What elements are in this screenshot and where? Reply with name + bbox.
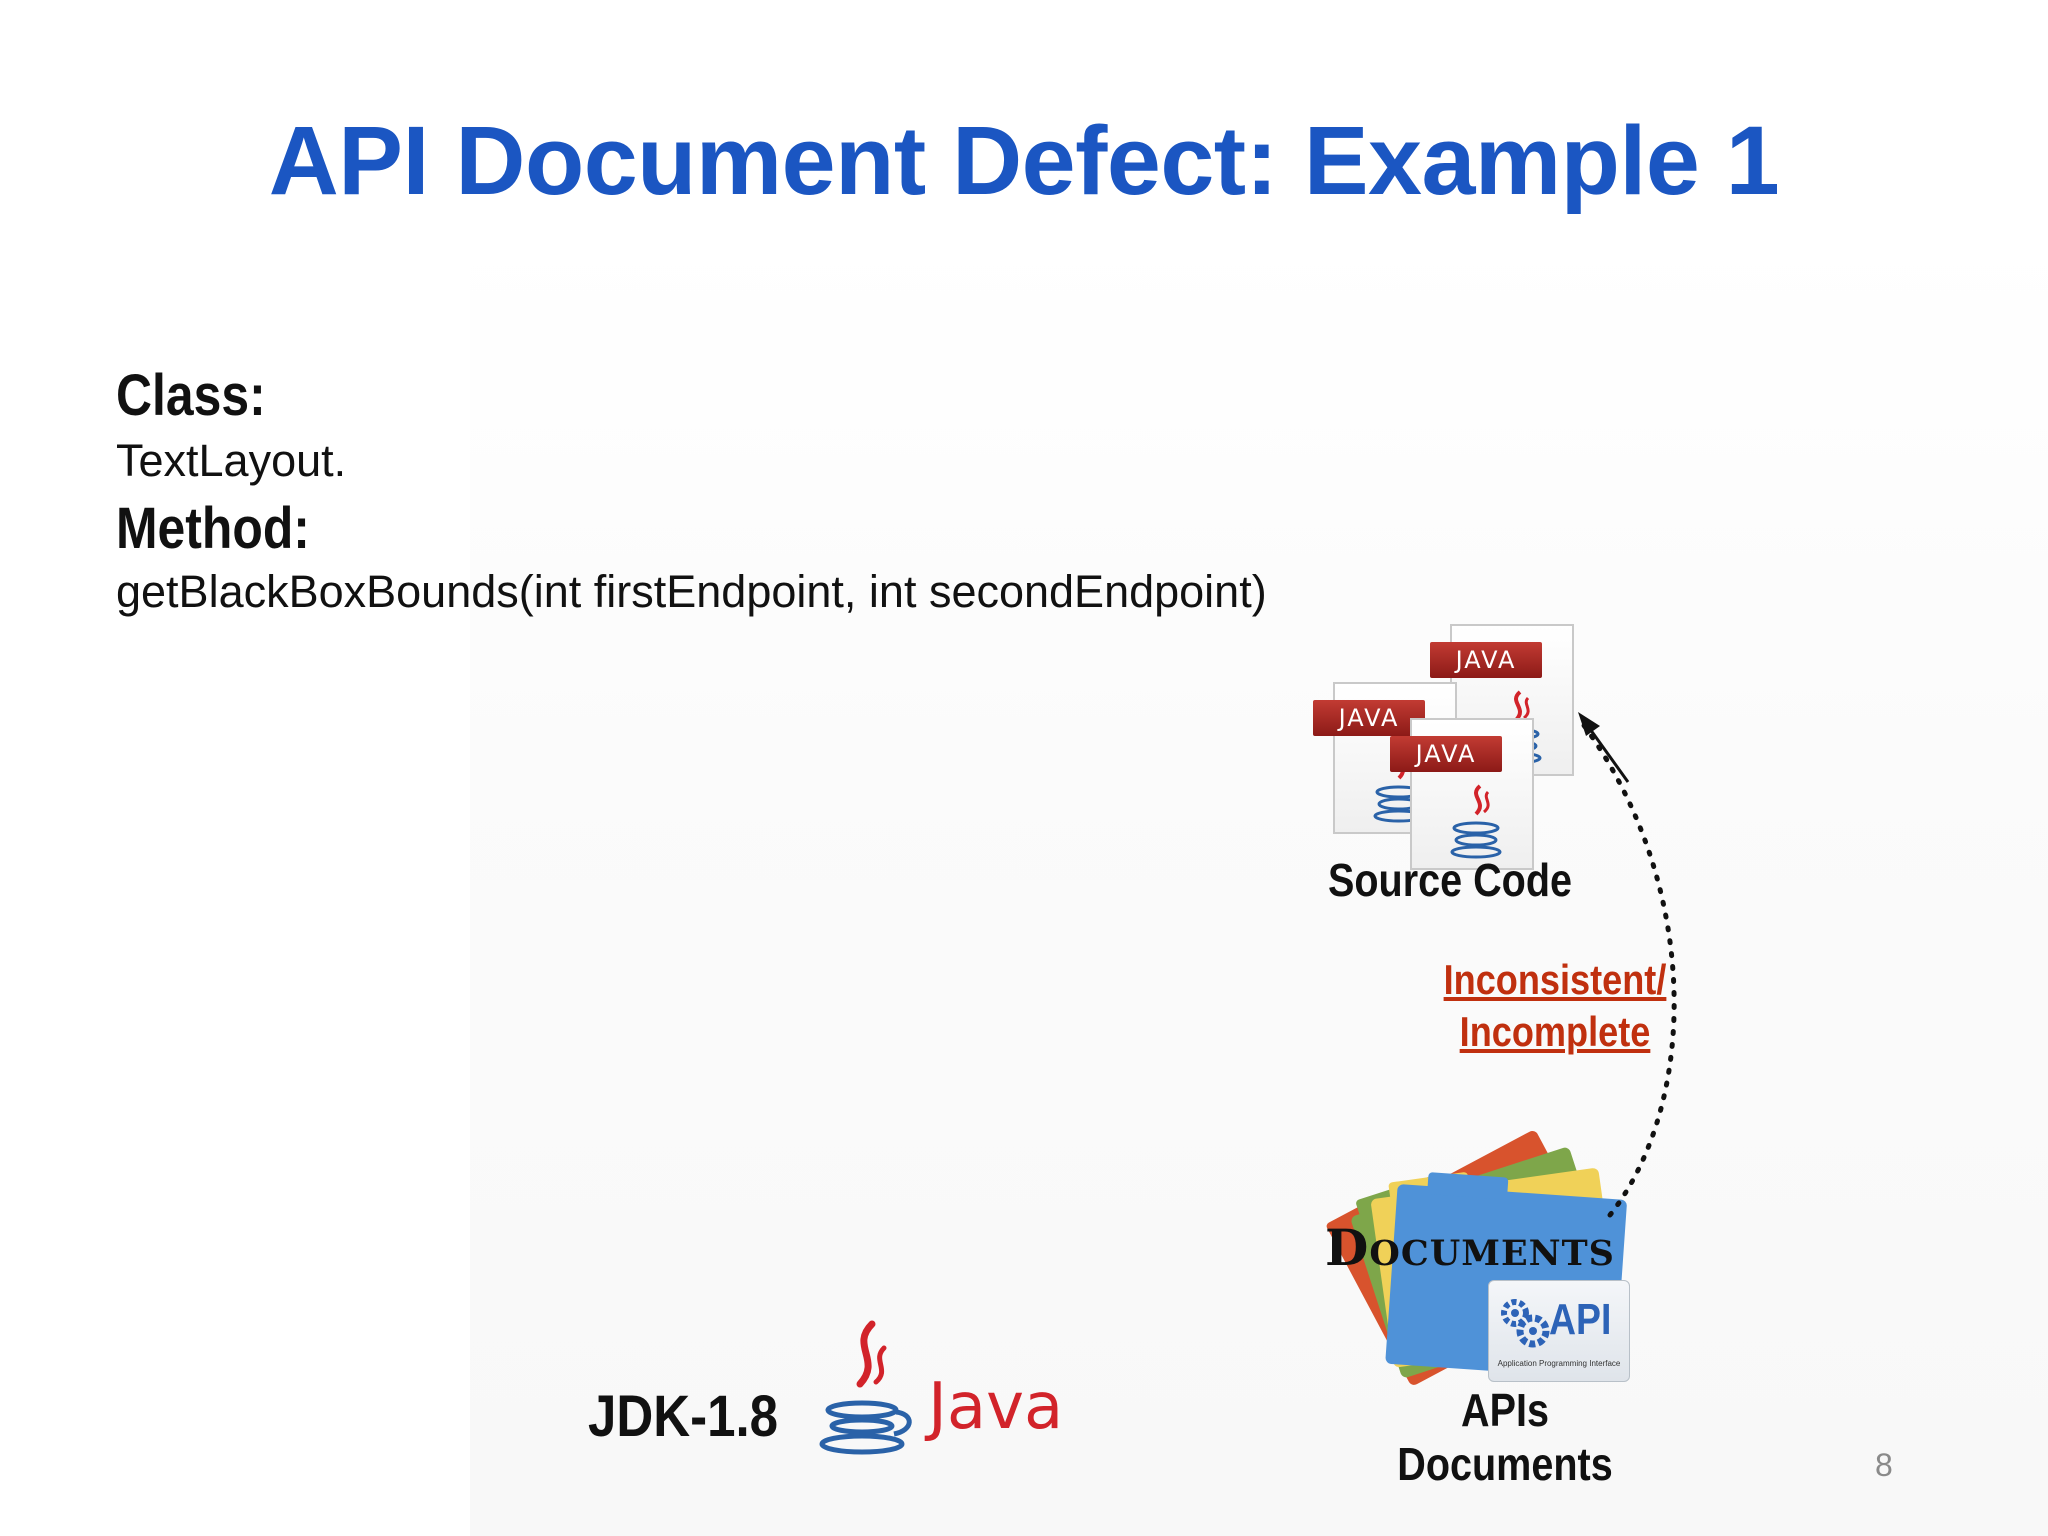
- page-number: 8: [1875, 1447, 1893, 1483]
- method-value: getBlackBoxBounds(int firstEndpoint, int…: [116, 566, 1267, 617]
- java-logo-text: Java: [928, 1370, 1064, 1444]
- relation-label-line1: Inconsistent/: [1443, 956, 1667, 1003]
- java-cup-icon: [1450, 784, 1502, 859]
- api-badge-text: API: [1549, 1295, 1612, 1344]
- apis-documents-caption: APIs Documents: [1397, 1384, 1613, 1490]
- java-file-tag: JAVA: [1390, 736, 1502, 772]
- java-logo-icon: [819, 1320, 912, 1455]
- arrow-head: [1578, 712, 1600, 736]
- api-badge-subtitle: Application Programming Interface: [1497, 1359, 1621, 1368]
- slide-title: API Document Defect: Example 1: [268, 106, 1780, 215]
- class-label: Class:: [116, 363, 266, 428]
- jdk-label: JDK-1.8: [588, 1384, 779, 1449]
- background-shade: [470, 230, 2048, 1536]
- java-file-icon: JAVA: [1390, 718, 1550, 878]
- java-file-tag: JAVA: [1313, 700, 1425, 736]
- api-gear-icon: [1501, 1299, 1550, 1348]
- documents-title: Documents: [1325, 1218, 1615, 1277]
- method-label: Method:: [116, 496, 310, 561]
- java-file-tag: JAVA: [1430, 642, 1542, 678]
- relation-label-line2: Incomplete: [1459, 1008, 1651, 1055]
- api-badge: API Application Programming Interface: [1488, 1280, 1630, 1382]
- class-value: TextLayout.: [116, 435, 347, 486]
- source-code-caption: Source Code: [1327, 854, 1572, 906]
